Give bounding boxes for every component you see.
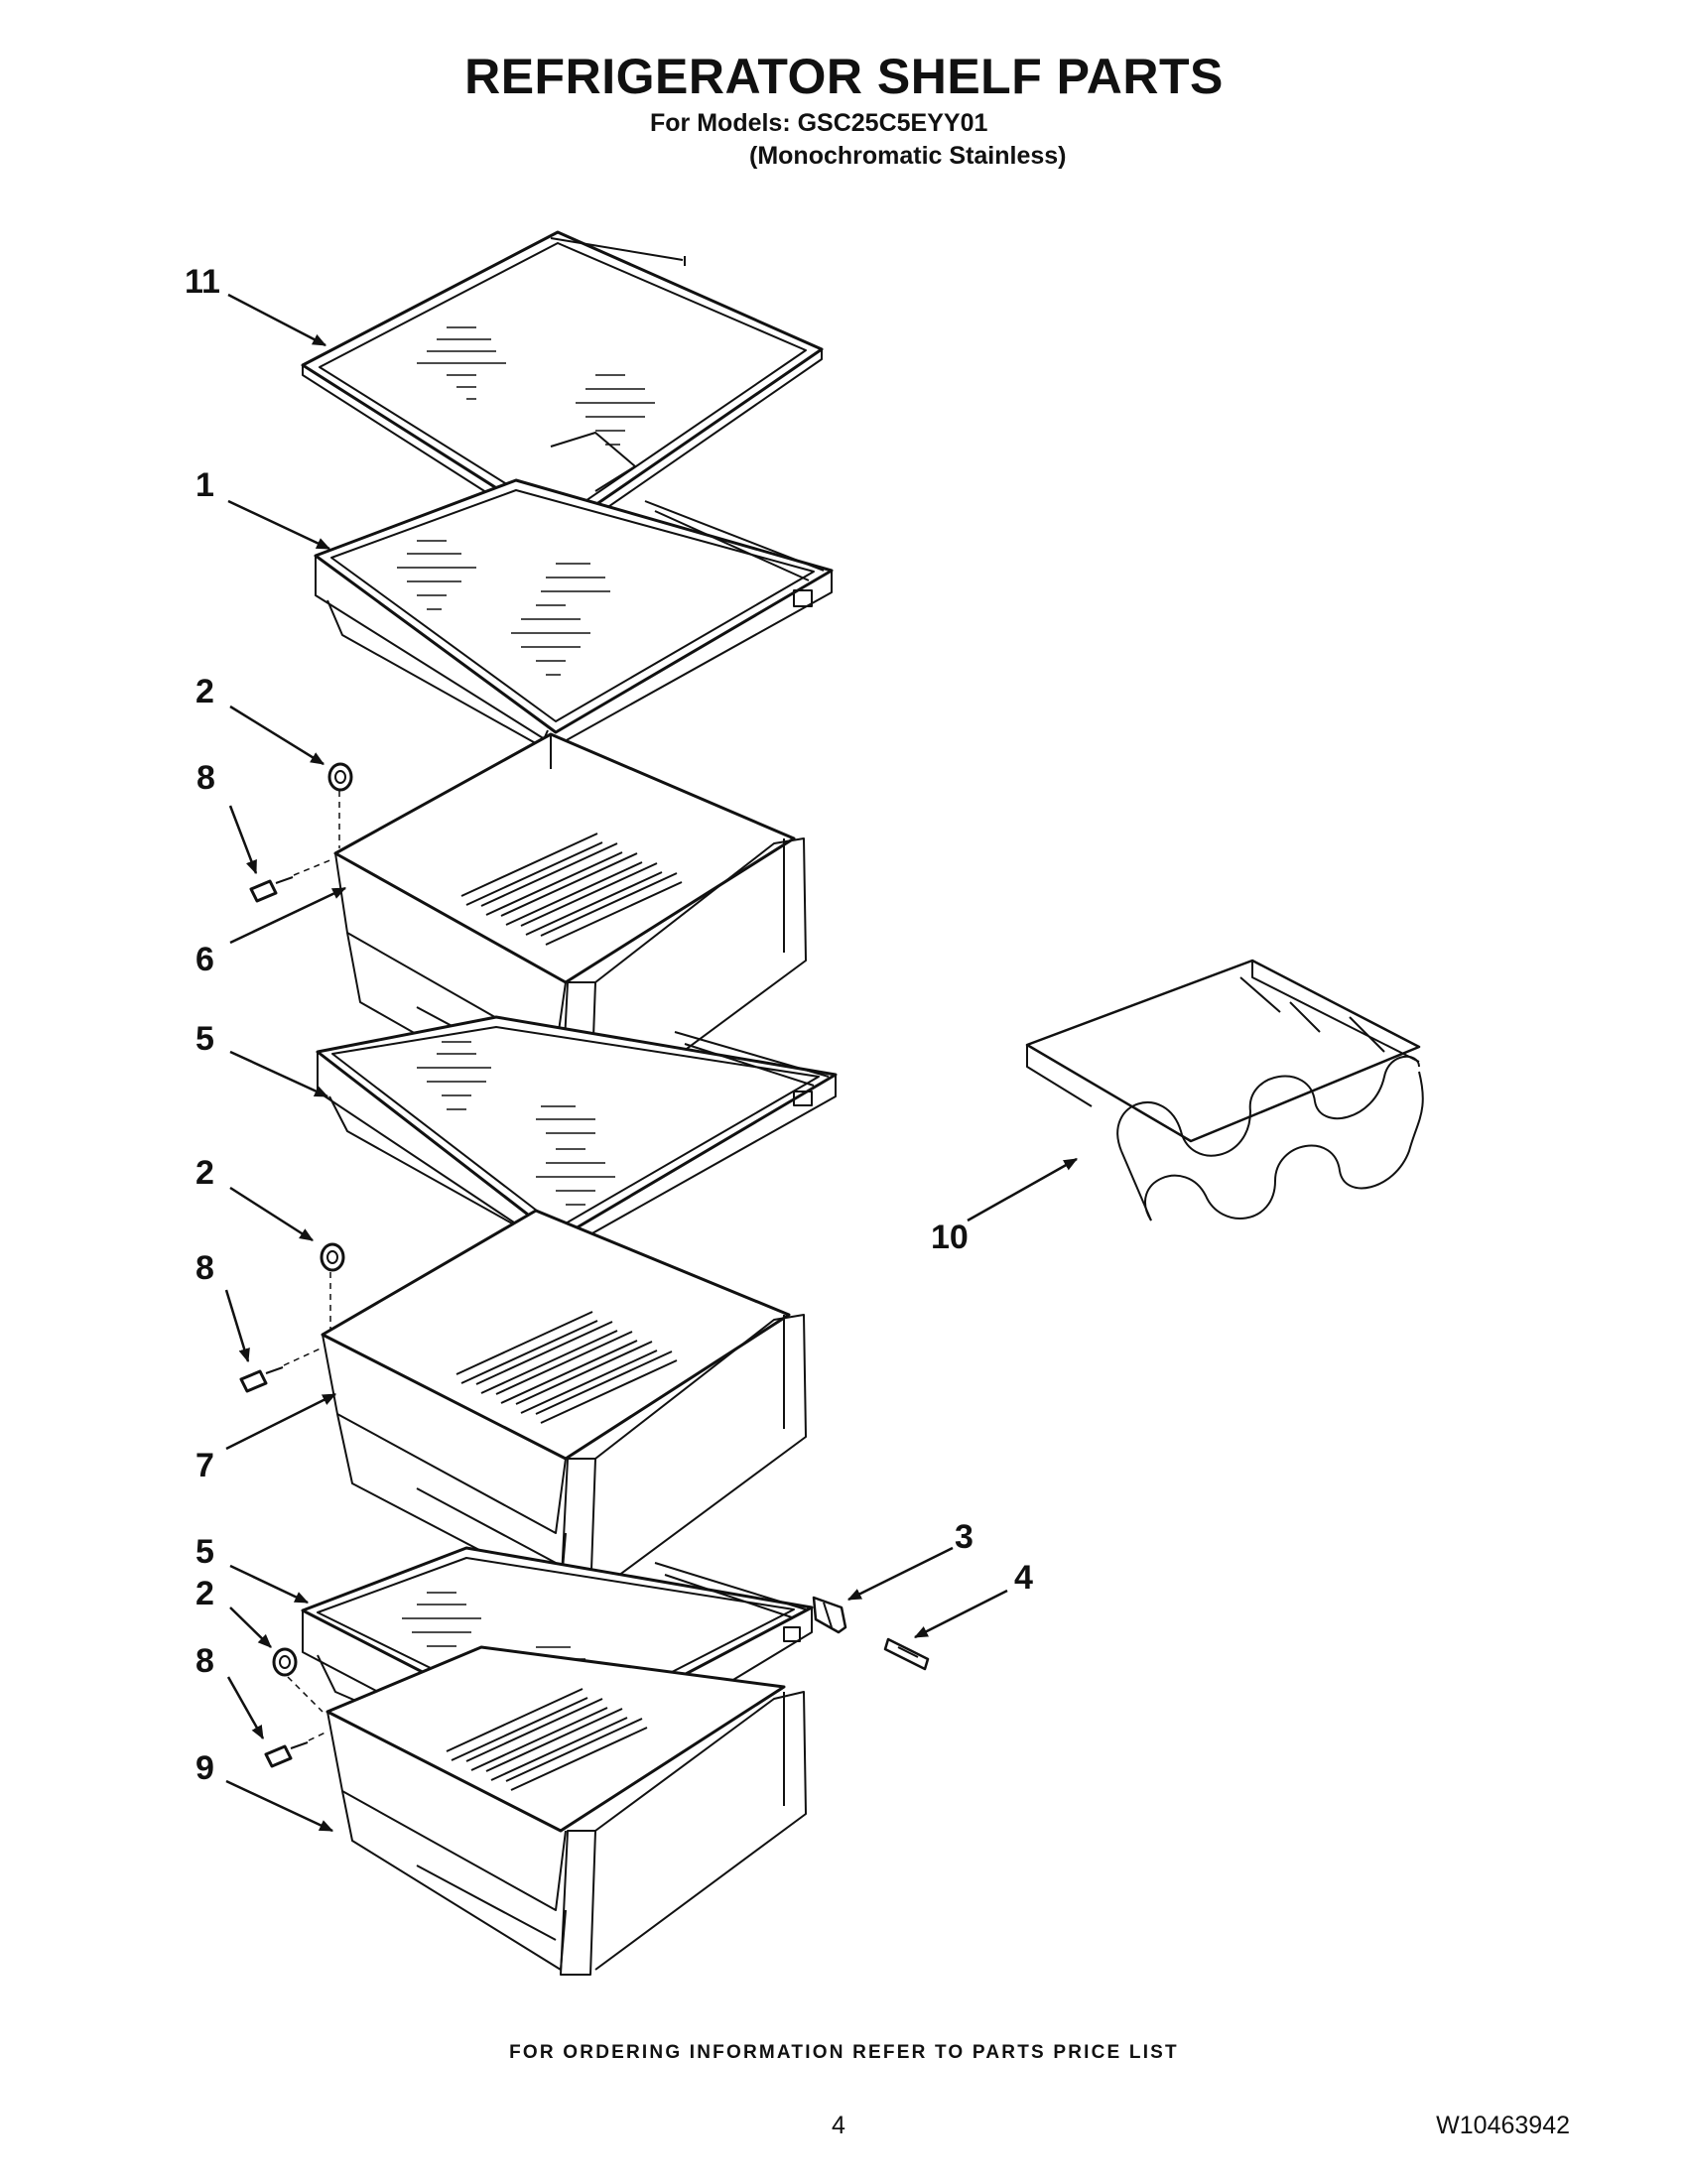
part-7-drawer	[321, 1209, 807, 1599]
callout-7: 7	[195, 1447, 214, 1484]
callout-3: 3	[955, 1518, 974, 1556]
callout-8b: 8	[195, 1249, 214, 1287]
callout-8c: 8	[195, 1642, 214, 1680]
callout-1: 1	[195, 466, 214, 504]
part-1-shelf-assembly	[314, 478, 834, 757]
callout-4: 4	[1014, 1559, 1033, 1597]
models-line: For Models: GSC25C5EYY01	[650, 109, 988, 137]
page-number: 4	[832, 2112, 845, 2139]
ordering-note: FOR ORDERING INFORMATION REFER TO PARTS …	[509, 2042, 1179, 2063]
part-3-bracket	[812, 1596, 847, 1634]
part-2-roller-middle	[320, 1242, 345, 1272]
part-8-screw-middle	[239, 1347, 324, 1393]
callout-2b: 2	[195, 1154, 214, 1192]
part-10-wine-rack	[1025, 959, 1424, 1221]
callout-10: 10	[931, 1219, 969, 1256]
callout-11: 11	[185, 263, 220, 301]
callout-9: 9	[195, 1749, 214, 1787]
callout-5a: 5	[195, 1020, 214, 1058]
callout-2c: 2	[195, 1575, 214, 1612]
part-9-drawer	[325, 1645, 807, 1976]
document-number: W10463942	[1436, 2112, 1570, 2139]
part-6-crisper-drawer	[333, 732, 807, 1120]
part-4-clip	[883, 1637, 930, 1671]
part-2-roller-lower	[272, 1647, 298, 1677]
callout-8a: 8	[196, 759, 215, 797]
part-8-screw-lower	[264, 1731, 328, 1768]
callout-2a: 2	[195, 673, 214, 710]
part-8-screw-upper	[249, 858, 333, 903]
part-2-roller-upper	[327, 762, 353, 792]
callout-5b: 5	[195, 1533, 214, 1571]
variant-line: (Monochromatic Stainless)	[749, 142, 1067, 170]
callout-6: 6	[195, 941, 214, 978]
page-title: REFRIGERATOR SHELF PARTS	[464, 49, 1224, 104]
